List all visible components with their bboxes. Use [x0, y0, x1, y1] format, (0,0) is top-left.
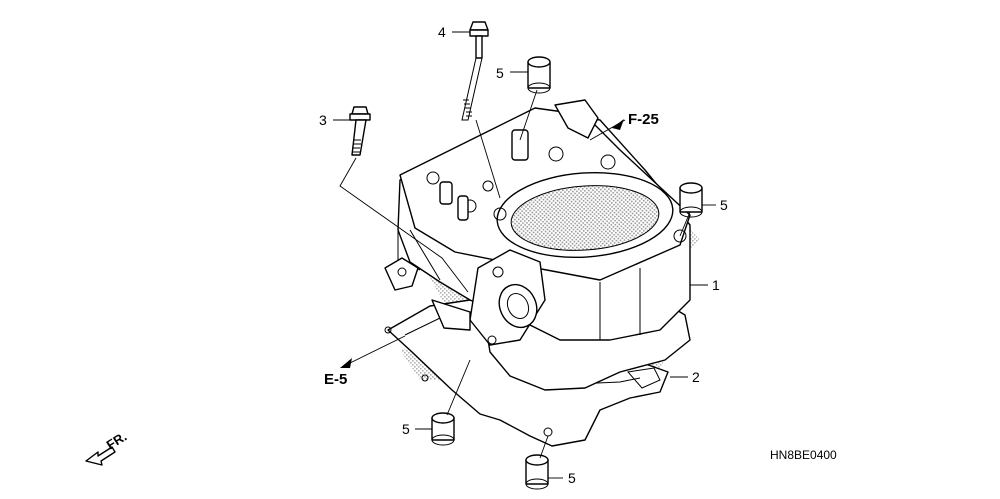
front-arrow-icon: [85, 446, 116, 466]
callout-5-top: 5: [496, 65, 504, 81]
diagram-code: HN8BE0400: [770, 448, 837, 462]
dowel-pin-right: [679, 182, 703, 218]
reference-f25[interactable]: F-25: [628, 111, 659, 128]
leader-lines: [333, 31, 716, 479]
short-bolt: [349, 106, 371, 156]
callout-1: 1: [712, 277, 720, 293]
callout-2: 2: [692, 369, 700, 385]
callout-3: 3: [319, 112, 327, 128]
dowel-pin-top: [527, 56, 551, 94]
dowel-pin-bottom: [525, 454, 549, 490]
callout-5-right: 5: [720, 197, 728, 213]
callout-4: 4: [438, 24, 446, 40]
callout-5-lower-left: 5: [402, 421, 410, 437]
callout-5-bottom: 5: [568, 470, 576, 486]
reference-e5[interactable]: E-5: [324, 371, 347, 388]
dowel-pin-lower-left: [431, 412, 455, 446]
front-label: FR.: [104, 429, 130, 453]
long-bolt: [461, 21, 489, 121]
cylinder-block: [384, 99, 691, 391]
front-direction-indicator: FR.: [85, 429, 130, 466]
